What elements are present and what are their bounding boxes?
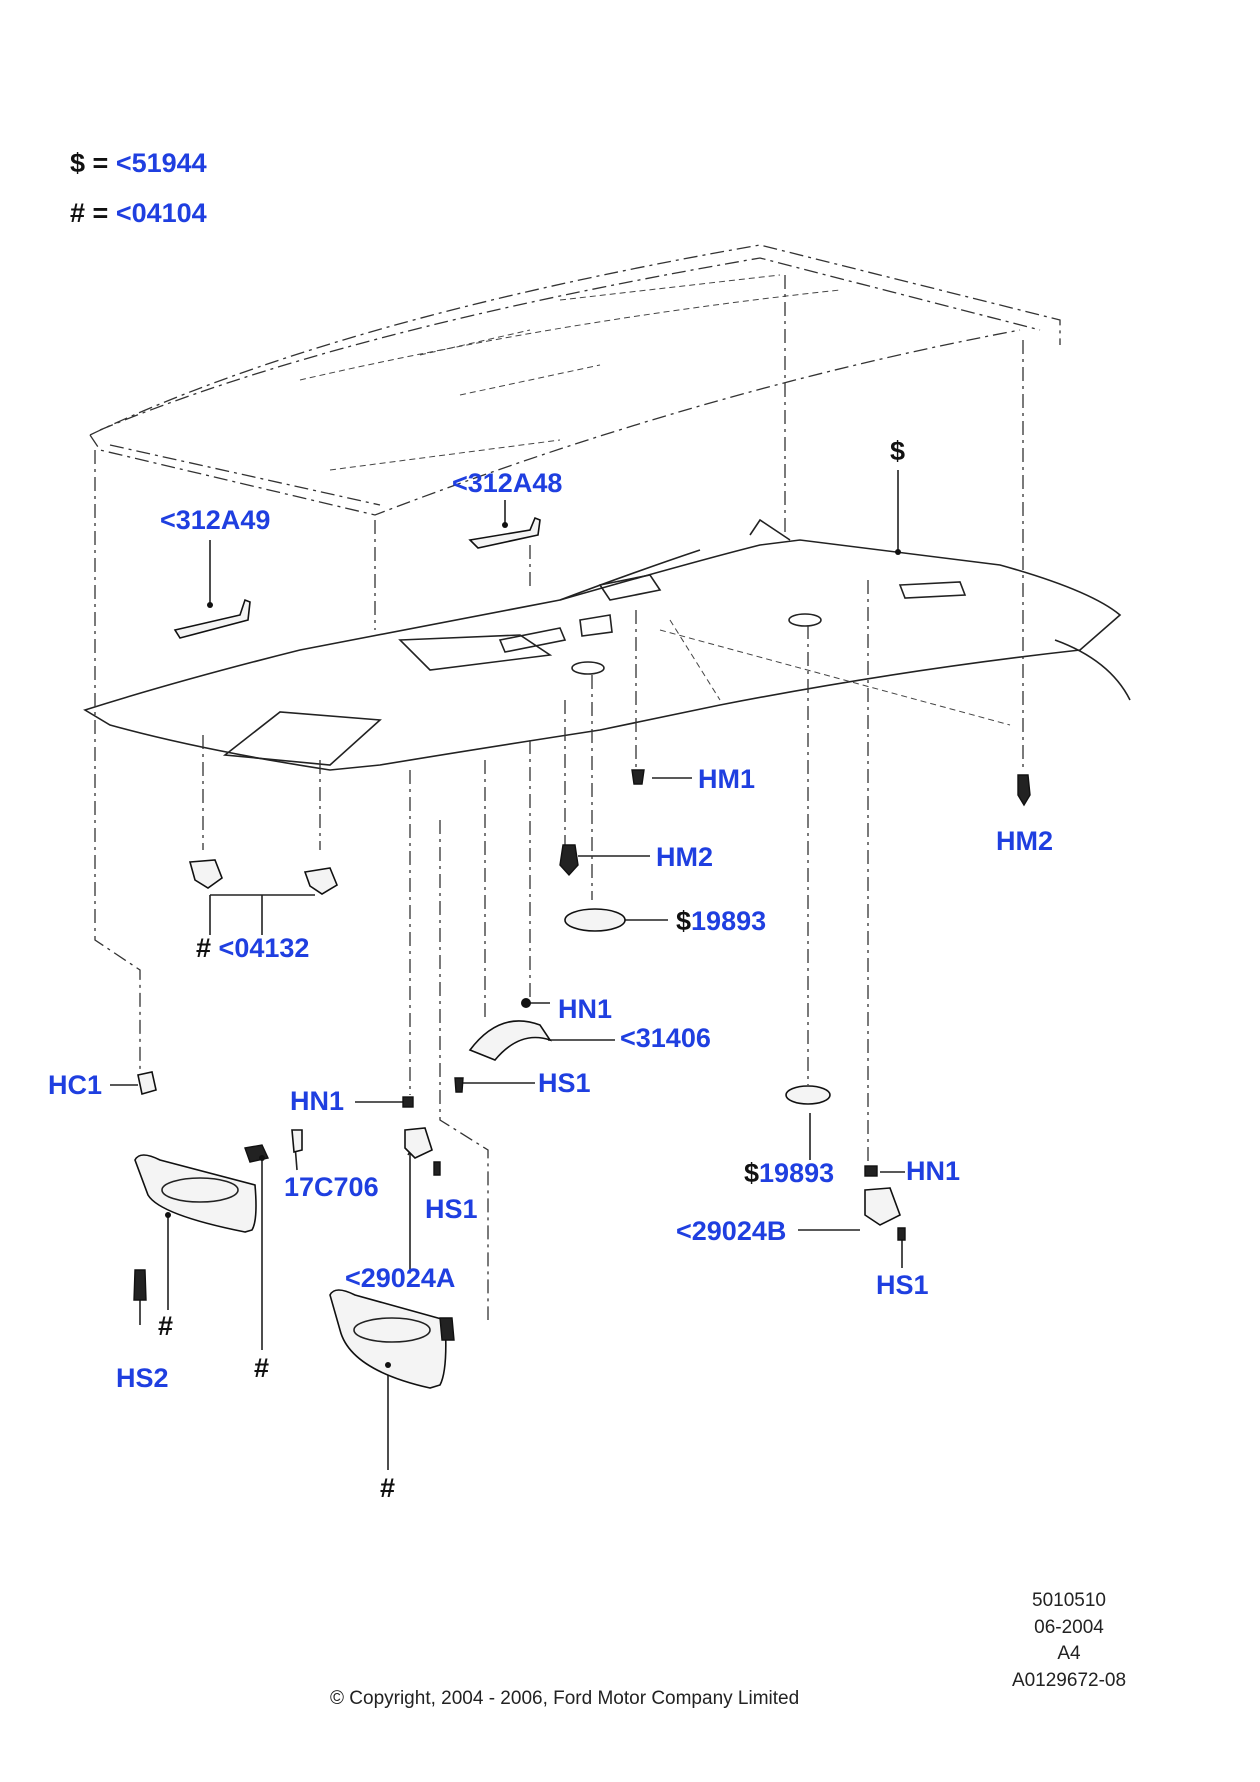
label-04132-num[interactable]: <04132 [218,933,310,963]
bracket-312a49[interactable] [173,598,251,639]
pin-hm2-center[interactable] [559,844,579,877]
nut-hn1-a[interactable] [521,998,531,1008]
legend-hash-ref[interactable]: <04104 [115,198,207,228]
footer-ref: A0129672-08 [1011,1669,1127,1691]
sun-visor-left[interactable] [134,1154,257,1233]
label-19893-b-sym: $ [744,1158,760,1188]
lamp-19893-b[interactable] [785,1085,831,1105]
label-hm2-center[interactable]: HM2 [656,842,714,872]
label-29024b[interactable]: <29024B [676,1216,787,1246]
clip-04132-right[interactable] [303,867,339,895]
leader-lines [94,275,1024,1470]
label-04132[interactable]: # <04132 [196,935,309,962]
label-04132-hash: # [196,933,212,963]
pin-hm2-right[interactable] [1017,774,1031,807]
label-hm1[interactable]: HM1 [698,764,756,794]
grab-handle-31406[interactable] [468,1020,552,1061]
label-19893-a[interactable]: $19893 [676,908,766,935]
headliner [83,518,1131,771]
legend-dollar-symbol: $ [70,148,86,178]
label-17c706[interactable]: 17C706 [284,1172,379,1202]
nut-hn1-b[interactable] [402,1096,414,1108]
label-hs1-a[interactable]: HS1 [538,1068,591,1098]
clip-04132-left[interactable] [188,859,223,889]
clip-17c706[interactable] [291,1129,303,1154]
clip-hc1[interactable] [137,1071,157,1096]
legend-hash-eq: = [92,198,109,228]
label-31406[interactable]: <31406 [620,1023,711,1053]
bracket-29024b[interactable] [864,1187,901,1226]
footer-copyright: © Copyright, 2004 - 2006, Ford Motor Com… [330,1688,800,1709]
label-hc1[interactable]: HC1 [48,1070,103,1100]
footer-meta: 5010510 06-2004 A4 A0129672-08 [994,1588,1144,1694]
label-hs1-c[interactable]: HS1 [876,1270,929,1300]
footer-code: 5010510 [1032,1590,1106,1611]
parts [133,522,1031,1389]
bracket-312a48[interactable] [468,516,541,549]
roof-panel [89,244,1061,516]
nut-hn1-c[interactable] [864,1165,878,1177]
legend-hash: # = <04104 [70,200,207,227]
visor-hinge[interactable] [439,1317,455,1341]
label-dollar-roof: $ [890,436,906,466]
label-hash-visor-a: # [158,1311,174,1341]
bolt-hs2[interactable] [133,1269,147,1301]
label-hm2-right[interactable]: HM2 [996,826,1054,856]
label-19893-b-num[interactable]: 19893 [759,1158,835,1188]
label-hs2[interactable]: HS2 [116,1363,169,1393]
legend-dollar-eq: = [92,148,109,178]
screw-hs1-c[interactable] [897,1227,906,1241]
screw-hs1-b[interactable] [433,1161,441,1176]
label-312a49[interactable]: <312A49 [160,505,271,535]
label-312a48[interactable]: <312A48 [452,468,563,498]
label-hs1-b[interactable]: HS1 [425,1194,478,1224]
label-hash-visor-b: # [254,1353,270,1383]
label-hn1-c[interactable]: HN1 [906,1156,961,1186]
bracket-29024a[interactable] [404,1127,433,1159]
label-19893-b[interactable]: $19893 [744,1160,834,1187]
sun-visor-right[interactable] [329,1289,447,1389]
legend-dollar-ref[interactable]: <51944 [115,148,207,178]
label-hash-visor-c: # [380,1473,396,1503]
label-19893-a-sym: $ [676,906,692,936]
clip-hm1[interactable] [631,769,645,785]
label-hn1-a[interactable]: HN1 [558,994,613,1024]
lamp-19893-a[interactable] [564,908,626,932]
label-19893-a-num[interactable]: 19893 [691,906,767,936]
footer-size: A4 [1057,1643,1081,1665]
label-hn1-b[interactable]: HN1 [290,1086,345,1116]
legend-dollar: $ = <51944 [70,150,207,177]
footer-date: 06-2004 [1034,1616,1104,1638]
label-29024a[interactable]: <29024A [345,1263,456,1293]
legend-hash-symbol: # [70,198,86,228]
screw-hs1-a[interactable] [454,1077,464,1093]
